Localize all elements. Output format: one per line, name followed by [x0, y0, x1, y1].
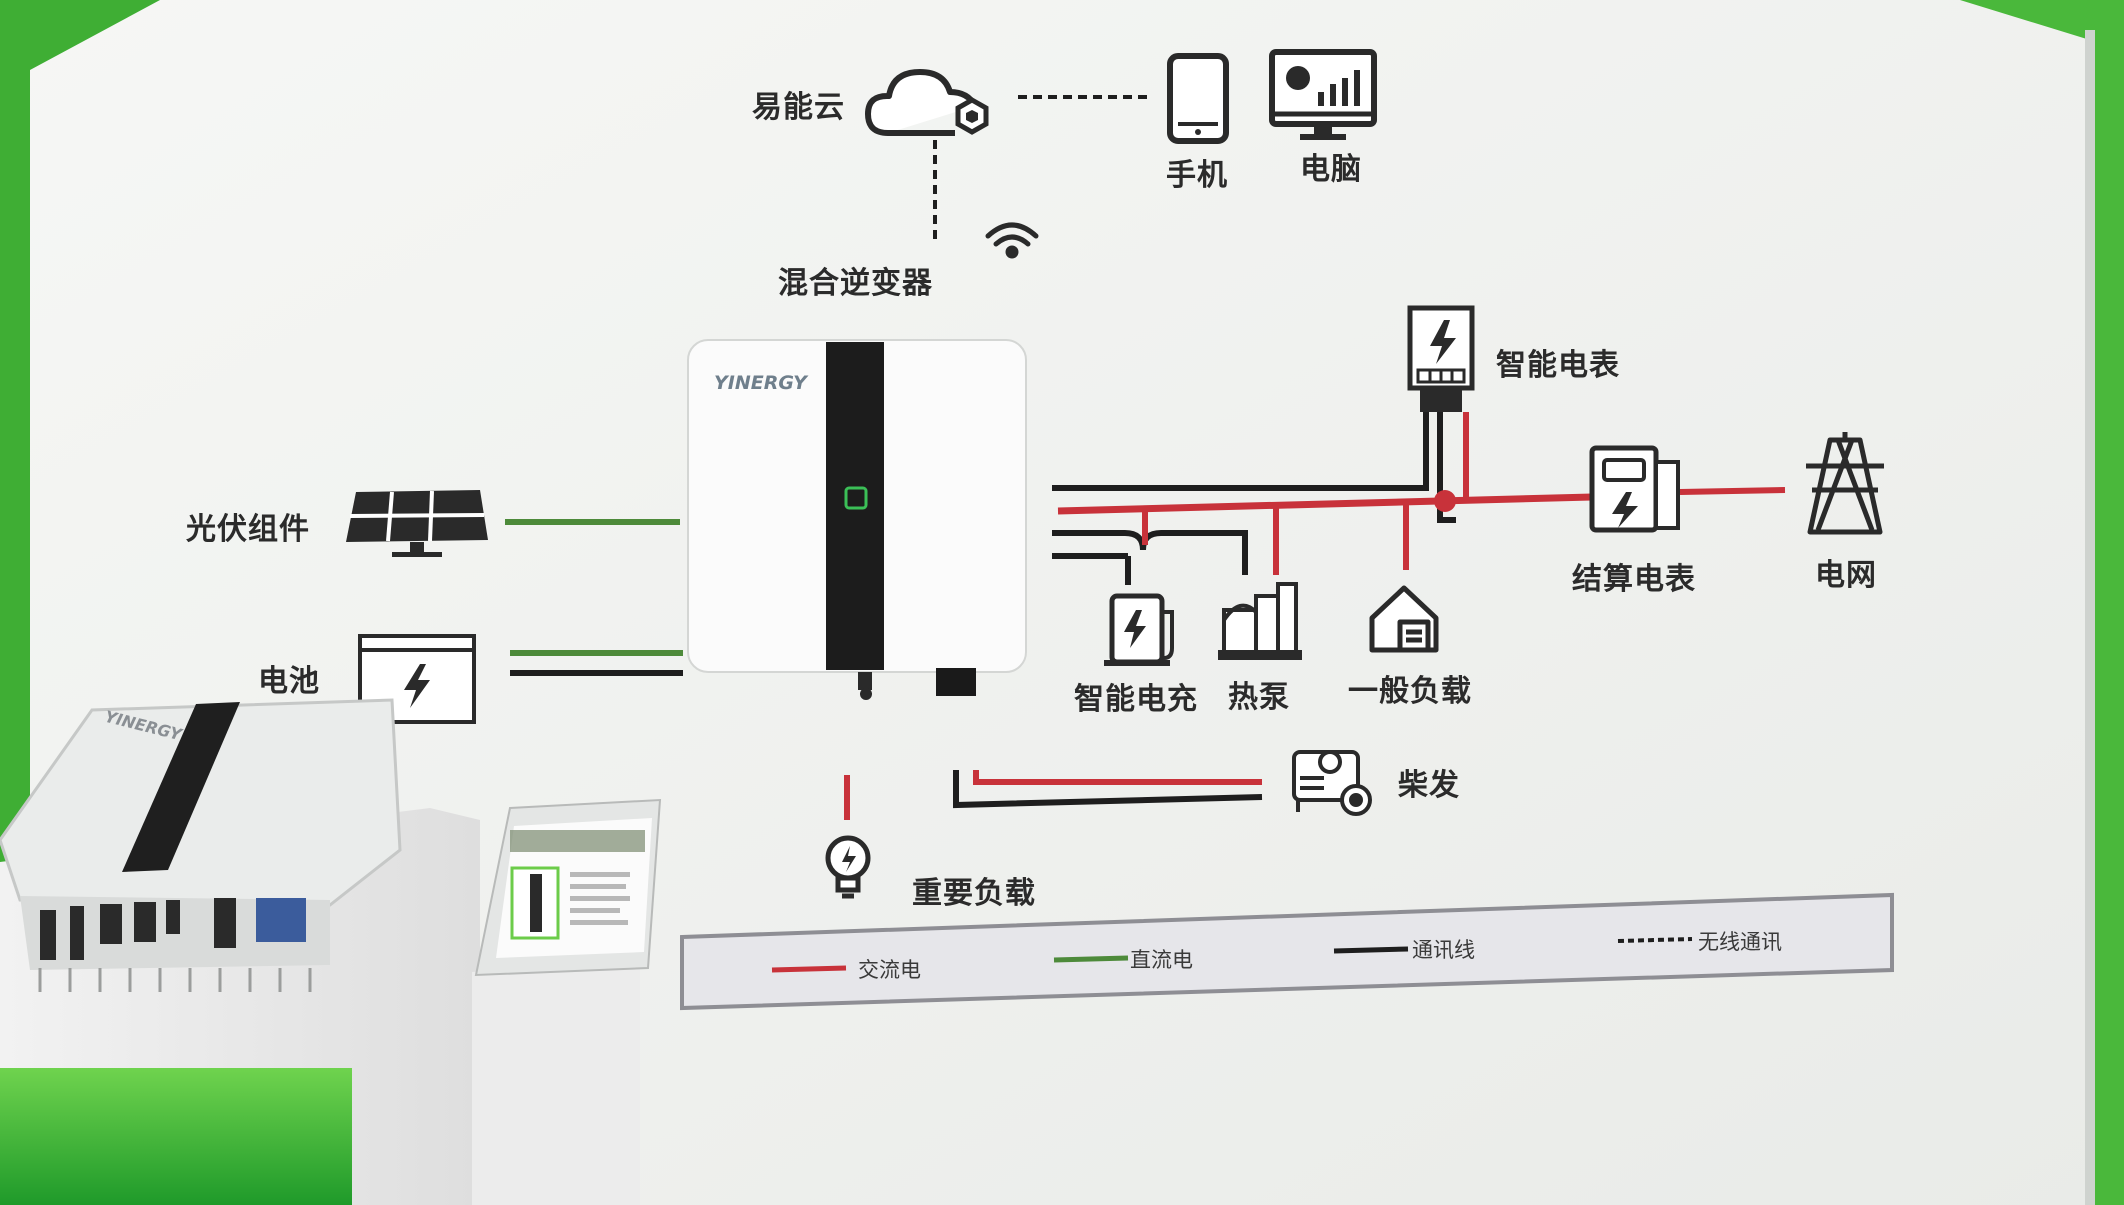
label-ev-charger: 智能电充 — [1074, 682, 1198, 717]
display-inverter — [0, 698, 402, 992]
label-critical-load: 重要负载 — [912, 876, 1036, 911]
wifi-icon — [985, 222, 1039, 259]
comm-line-smart-meter — [1052, 412, 1429, 491]
legend-label-dc: 直流电 — [1130, 948, 1193, 972]
wall-inverter-brand: YINERGY — [714, 372, 807, 394]
house-icon — [1369, 585, 1439, 653]
legend-label-ac: 交流电 — [858, 958, 921, 982]
bulb-icon — [825, 835, 871, 899]
label-grid: 电网 — [1815, 558, 1877, 593]
label-general-load: 一般负载 — [1348, 674, 1472, 709]
diesel-generator-icon — [1292, 750, 1372, 816]
legend-swatch-wireless — [1617, 937, 1693, 943]
cloud-icon — [865, 69, 989, 136]
label-pc: 电脑 — [1300, 152, 1362, 187]
label-settlement-meter: 结算电表 — [1572, 562, 1696, 597]
comm-line-ev — [1052, 530, 1248, 575]
label-inverter: 混合逆变器 — [778, 266, 933, 301]
label-heat-pump: 热泵 — [1228, 680, 1290, 715]
legend-swatch-comm — [1333, 946, 1409, 954]
legend-label-comm: 通讯线 — [1412, 938, 1475, 962]
ac-junction — [1434, 490, 1456, 512]
ev-charger-icon — [1104, 593, 1174, 666]
booth-right-edge — [2085, 30, 2095, 1205]
label-cloud: 易能云 — [752, 90, 845, 125]
heat-pump-icon — [1218, 582, 1302, 660]
solar-panel-icon — [346, 490, 488, 557]
legend-swatch-dc — [1053, 955, 1129, 963]
computer-icon — [1269, 49, 1377, 140]
grid-tower-icon — [1806, 432, 1884, 535]
label-pv: 光伏组件 — [186, 512, 310, 547]
label-battery: 电池 — [258, 664, 320, 699]
label-phone: 手机 — [1166, 158, 1228, 193]
smart-meter-icon — [1407, 305, 1475, 412]
label-diesel: 柴发 — [1398, 768, 1460, 803]
ac-main-bus — [1057, 493, 1593, 515]
phone-icon — [1167, 53, 1229, 144]
legend-label-wireless: 无线通讯 — [1698, 930, 1782, 954]
ac-line-diesel — [973, 770, 1262, 785]
ac-line-to-grid — [1679, 487, 1786, 495]
settlement-meter-icon — [1589, 445, 1680, 533]
label-smart-meter: 智能电表 — [1496, 348, 1620, 383]
legend-swatch-ac — [771, 965, 847, 973]
comm-line-diesel — [953, 770, 1263, 809]
brochure-stand — [474, 798, 662, 977]
legend-box — [680, 892, 1894, 1011]
wall-inverter — [687, 339, 1027, 700]
